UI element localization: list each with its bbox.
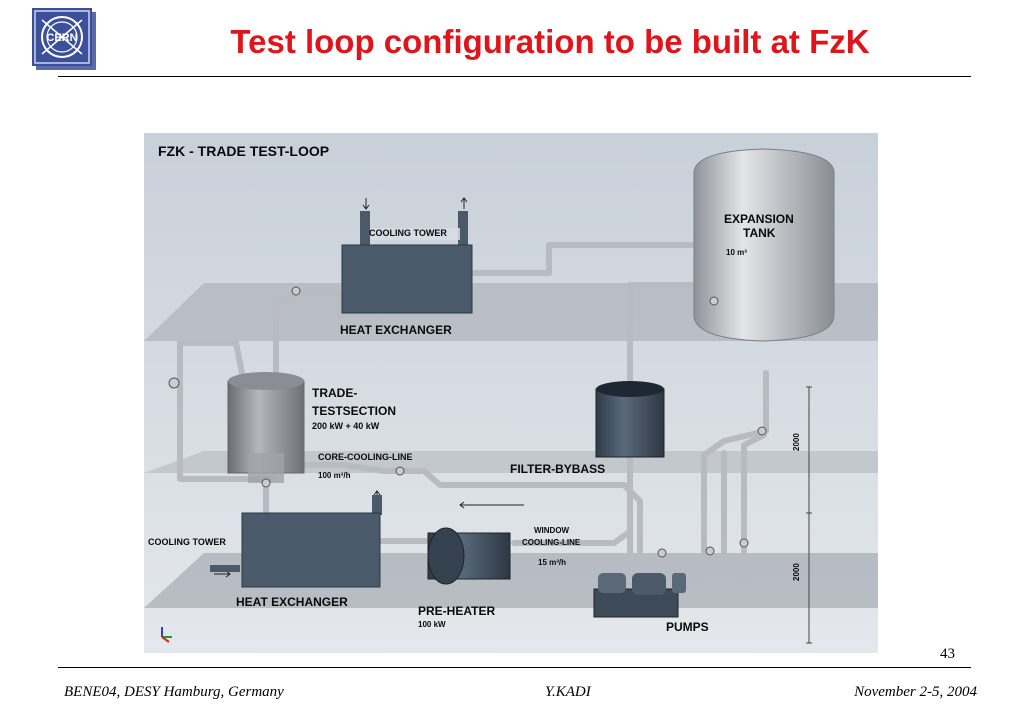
test-loop-diagram: COOLING TOWER HEAT EXCHANGER EXPANSION T…	[144, 133, 878, 653]
diagram-heading: FZK - TRADE TEST-LOOP	[158, 143, 329, 159]
dimension-upper-label: 2000	[792, 433, 801, 451]
filter-bybass	[595, 388, 665, 458]
trade-label-2: TESTSECTION	[312, 404, 396, 418]
axis-indicator-icon	[161, 627, 172, 643]
expansion-tank	[693, 148, 835, 342]
dimension-lines	[806, 386, 812, 644]
expansion-tank-volume: 10 m³	[726, 248, 747, 257]
expansion-tank-label-2: TANK	[743, 226, 776, 240]
footer-rule	[58, 667, 971, 668]
cern-logo: CERN	[32, 8, 96, 70]
slide-title: Test loop configuration to be built at F…	[230, 23, 870, 60]
heat-exchanger-bottom	[241, 512, 381, 588]
cooling-tower-top-label: COOLING TOWER	[369, 228, 447, 238]
cooling-tower-bottom-label: COOLING TOWER	[148, 537, 226, 547]
filter-bybass-label: FILTER-BYBASS	[510, 462, 605, 476]
window-cooling-line-flow: 15 m³/h	[538, 558, 566, 567]
trade-power: 200 kW + 40 kW	[312, 421, 380, 431]
pumps-assembly	[593, 573, 686, 618]
cern-logo-text: CERN	[46, 32, 77, 44]
footer-center: Y.KADI	[545, 684, 591, 700]
cooling-tower-pipe	[458, 211, 468, 249]
heat-exchanger-top-label: HEAT EXCHANGER	[340, 323, 452, 337]
valves	[168, 286, 767, 558]
cooling-tower-pipe	[372, 495, 382, 515]
footer-left: BENE04, DESY Hamburg, Germany	[64, 684, 284, 700]
expansion-tank-label-1: EXPANSION	[724, 212, 794, 226]
pre-heater-power: 100 kW	[418, 620, 446, 629]
page-number: 43	[940, 646, 955, 662]
window-cooling-line-label-2: COOLING-LINE	[522, 538, 581, 547]
footer-right: November 2-5, 2004	[854, 684, 977, 700]
trade-label-1: TRADE-	[312, 386, 357, 400]
pre-heater-label: PRE-HEATER	[418, 604, 495, 618]
dimension-lower-label: 2000	[792, 563, 801, 581]
cooling-tower-pipe	[360, 211, 370, 249]
window-cooling-line-label-1: WINDOW	[534, 526, 570, 535]
heat-exchanger-top	[341, 244, 473, 314]
core-cooling-line-label: CORE-COOLING-LINE	[318, 452, 413, 462]
core-cooling-line-flow: 100 m³/h	[318, 471, 351, 480]
title-rule	[58, 76, 971, 77]
pumps-label: PUMPS	[666, 620, 709, 634]
flow-arrows	[214, 197, 524, 578]
heat-exchanger-bottom-label: HEAT EXCHANGER	[236, 595, 348, 609]
